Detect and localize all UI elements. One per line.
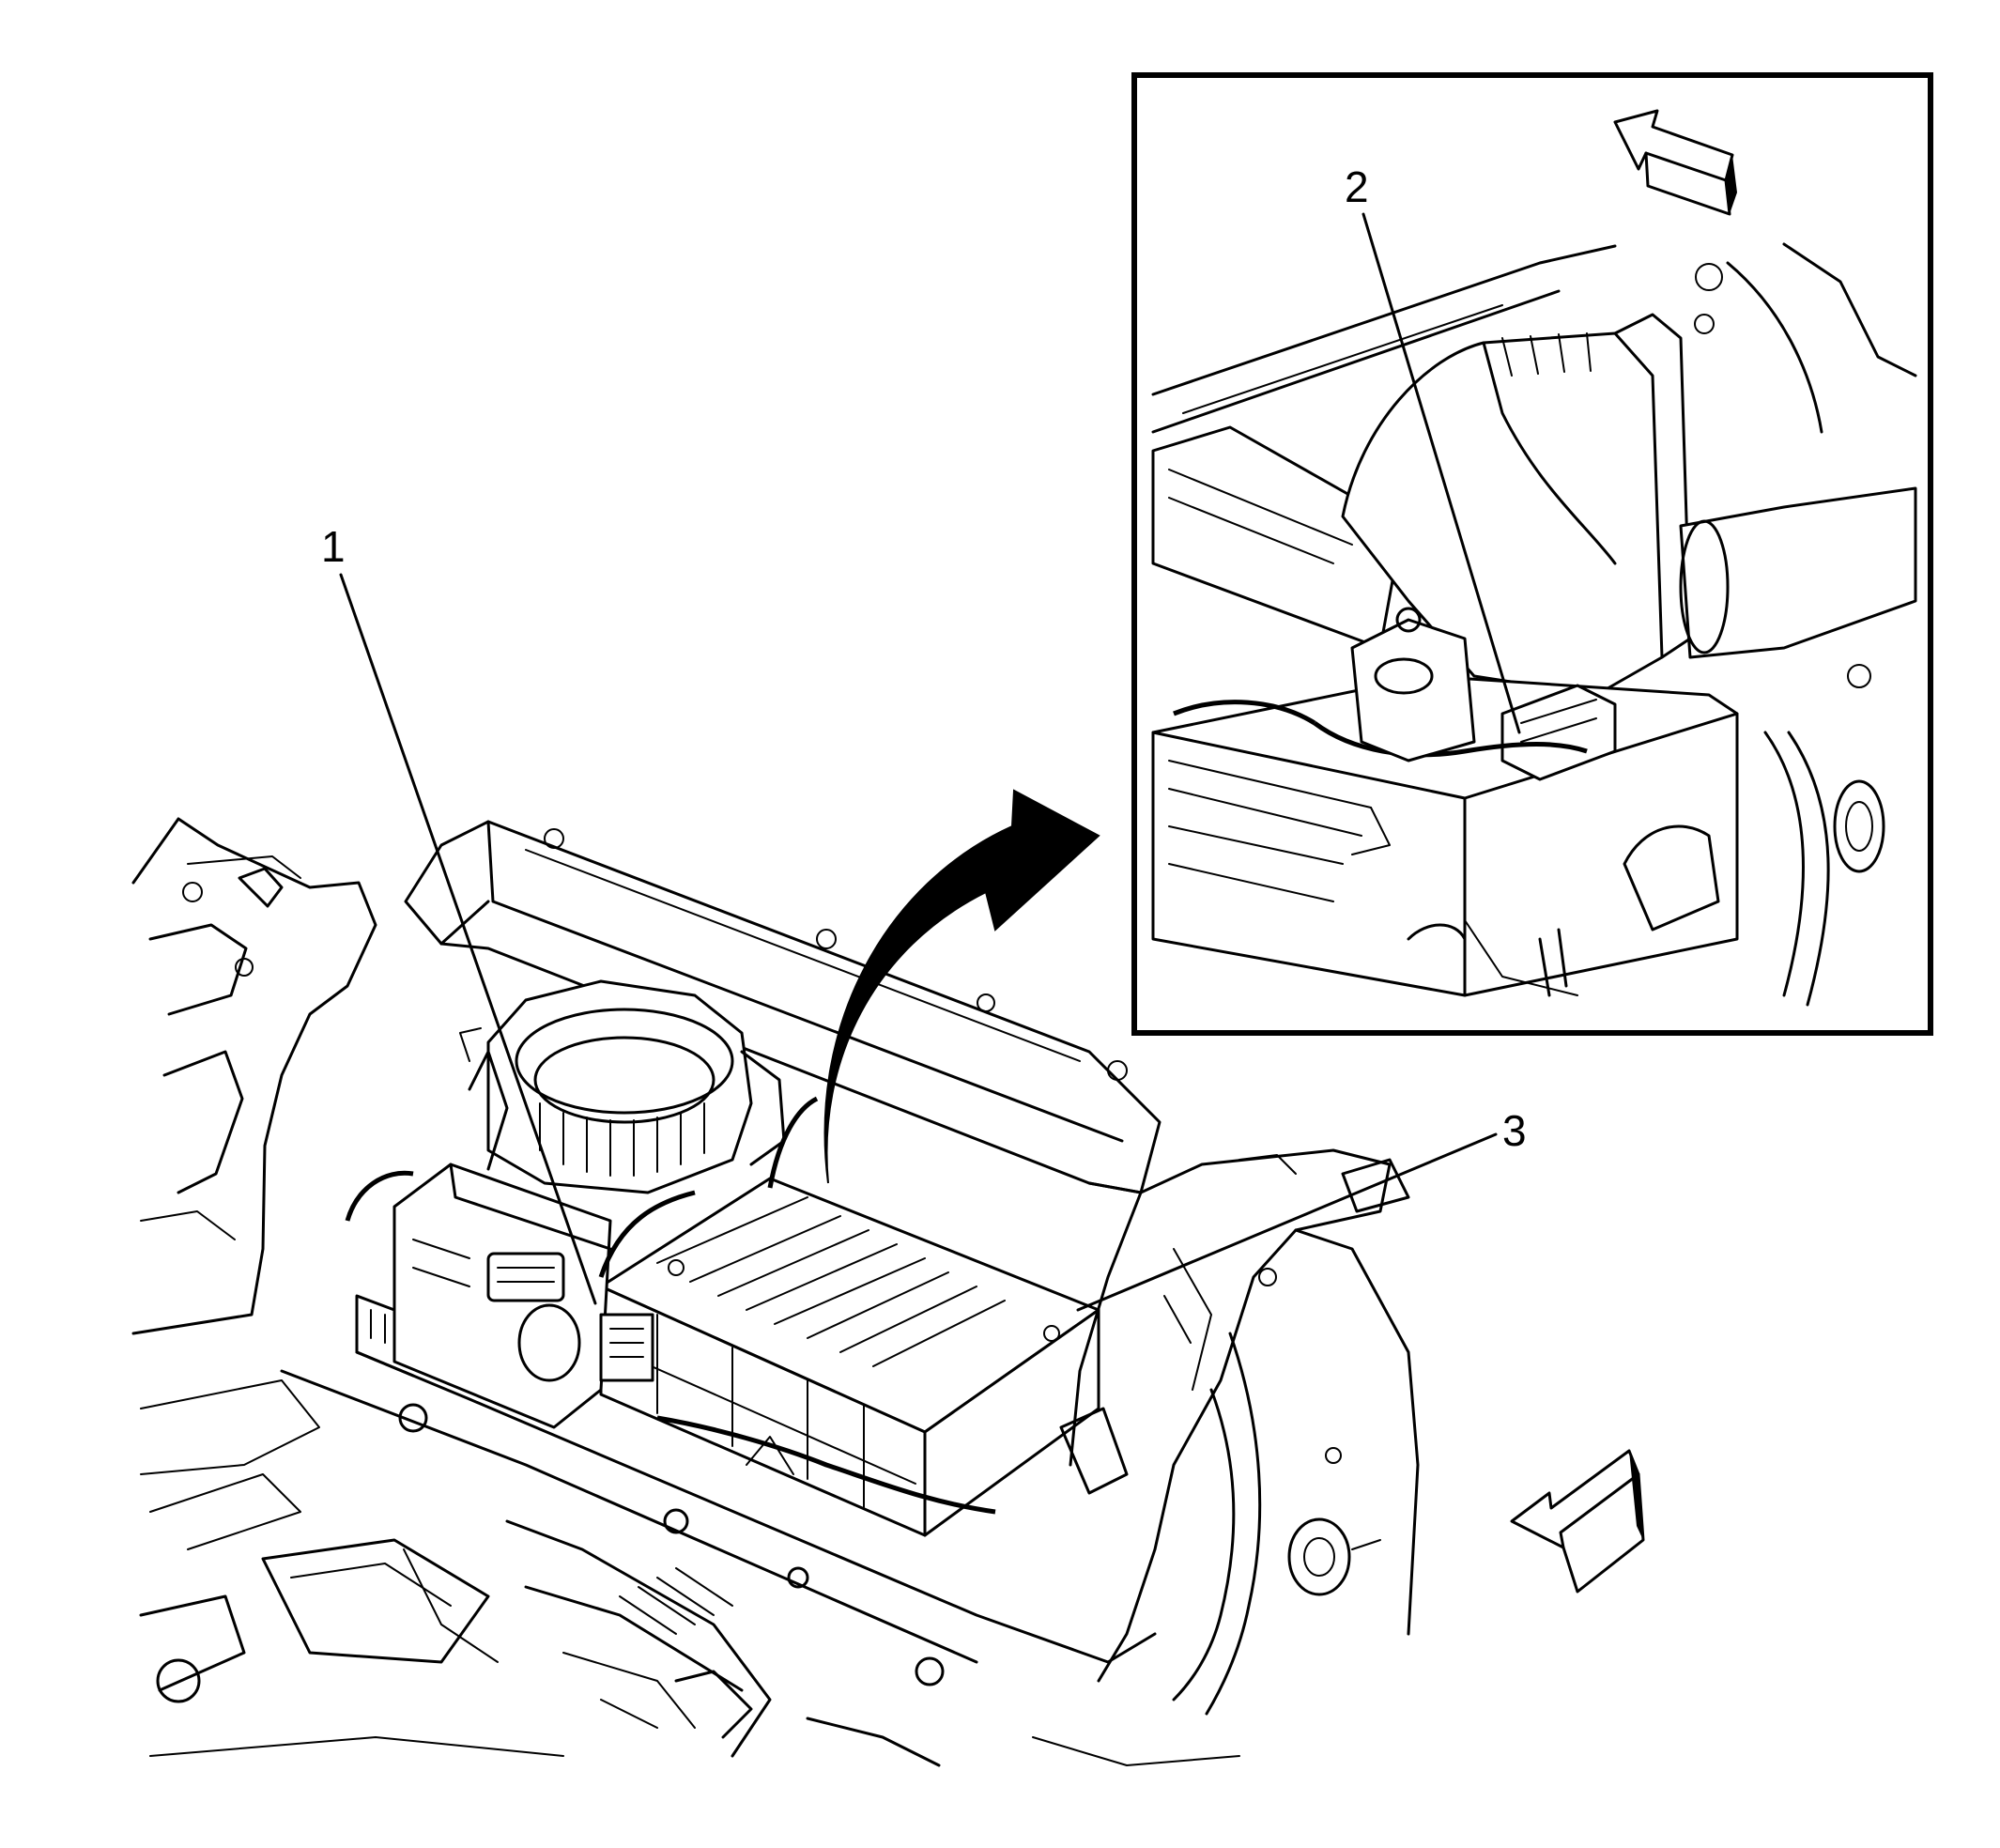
callout-3-leader <box>1076 1132 1498 1312</box>
junction-box <box>355 1163 654 1429</box>
callout-1-leader <box>339 573 597 1305</box>
right-body-panel <box>1059 1148 1420 1716</box>
callout-2-leader <box>1362 212 1521 734</box>
left-body-panel <box>131 817 377 1335</box>
forward-direction-arrow-icon <box>1613 109 1737 216</box>
detail-inset <box>1131 72 1933 1036</box>
floor-structure <box>139 1350 1240 1767</box>
cables <box>345 1096 996 1515</box>
callout-2-label: 2 <box>1345 162 1369 211</box>
fan-housing <box>459 979 786 1194</box>
cross-beam <box>404 820 1162 1194</box>
inset-drawing <box>1151 242 1917 1007</box>
battery-pack <box>599 1177 1100 1537</box>
forward-direction-arrow-icon <box>1510 1449 1645 1594</box>
curved-arrow-icon <box>823 789 1100 1184</box>
callout-3-label: 3 <box>1502 1106 1527 1155</box>
main-view <box>131 573 1498 1767</box>
callout-1-label: 1 <box>321 522 346 571</box>
